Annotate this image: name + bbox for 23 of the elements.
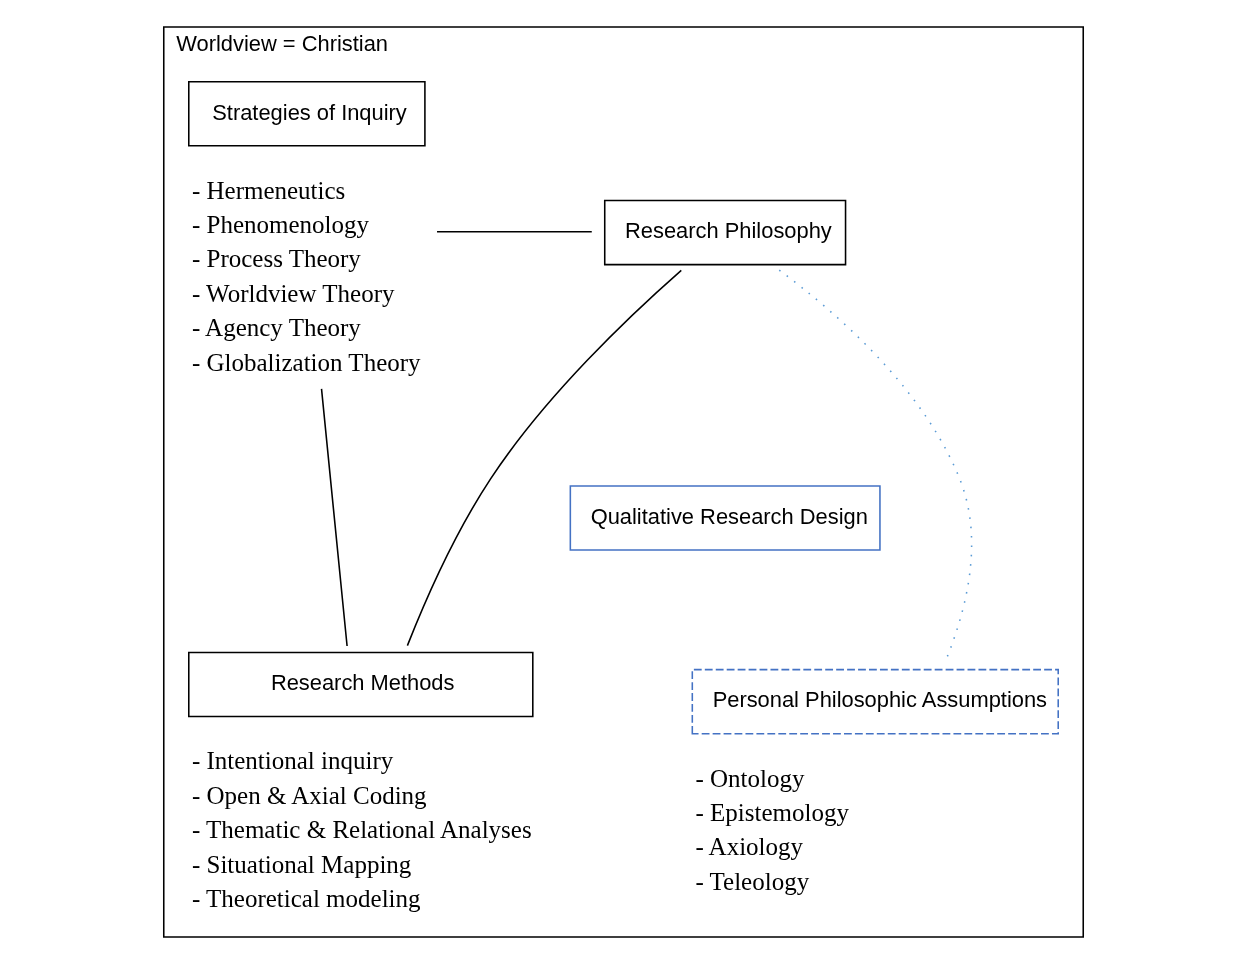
node-box: Qualitative Research Design [569,485,881,551]
node-label: - Worldview Theory [191,279,395,307]
node-box: Research Methods [188,651,534,718]
node-label: - Situational Mapping [191,850,412,878]
node-label: - Axiology [695,833,804,861]
node-label: - Theoretical modeling [191,885,421,913]
connector [320,388,348,647]
node-label: - Thematic & Relational Analyses [191,816,532,844]
node-label: - Intentional inquiry [191,747,394,775]
node-label: - Teleology [695,867,810,895]
node-label: - Process Theory [191,245,361,273]
node-box: Research Philosophy [603,199,847,266]
node-label: - Agency Theory [191,314,361,342]
node-label: - Ontology [695,764,805,792]
node-label: - Globalization Theory [191,348,421,376]
node-label: - Epistemology [695,799,849,827]
node-label: - Hermeneutics [191,176,346,204]
node-box: Personal Philosophic Assumptions [691,668,1059,735]
connector [406,269,683,647]
node-label: - Phenomenology [191,211,369,239]
connector [436,231,593,233]
node-label: - Open & Axial Coding [191,781,427,809]
node-box: Strategies of Inquiry [188,80,426,147]
